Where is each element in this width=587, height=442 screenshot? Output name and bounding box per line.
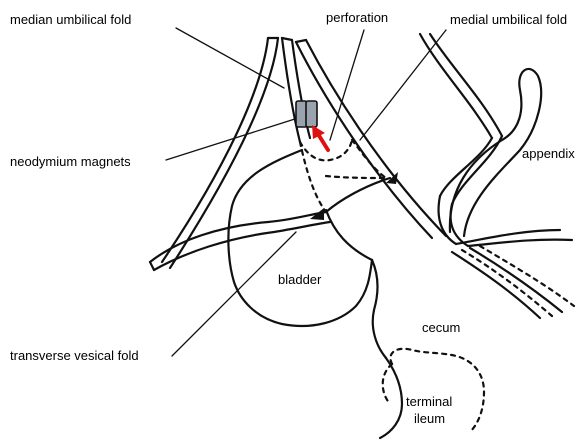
label-ileum: ileum: [414, 411, 445, 426]
label-terminal: terminal: [406, 394, 452, 409]
label-transverse-vesical-fold: transverse vesical fold: [10, 348, 139, 363]
label-appendix: appendix: [522, 146, 575, 161]
cecum-outline: [420, 34, 572, 246]
leader-lines: [166, 28, 446, 356]
mesentery-lines: [452, 246, 574, 318]
median-umbilical-fold: [162, 38, 310, 268]
perforation-region: [300, 140, 390, 212]
neodymium-magnets: [296, 101, 317, 127]
leader-transverse-vesical-fold: [172, 232, 296, 356]
leader-perforation: [330, 30, 364, 140]
label-medial-umbilical-fold: medial umbilical fold: [450, 12, 567, 27]
label-perforation: perforation: [326, 10, 388, 25]
red-arrow: [312, 125, 328, 150]
medial-umbilical-fold: [296, 40, 446, 238]
label-neodymium-magnets: neodymium magnets: [10, 154, 131, 169]
label-median-umbilical-fold: median umbilical fold: [10, 12, 131, 27]
leader-medial-umbilical-fold: [360, 30, 446, 140]
label-bladder: bladder: [278, 272, 322, 287]
leader-neodymium-magnets: [166, 118, 298, 160]
label-cecum: cecum: [422, 320, 460, 335]
magnet-right: [306, 101, 317, 127]
